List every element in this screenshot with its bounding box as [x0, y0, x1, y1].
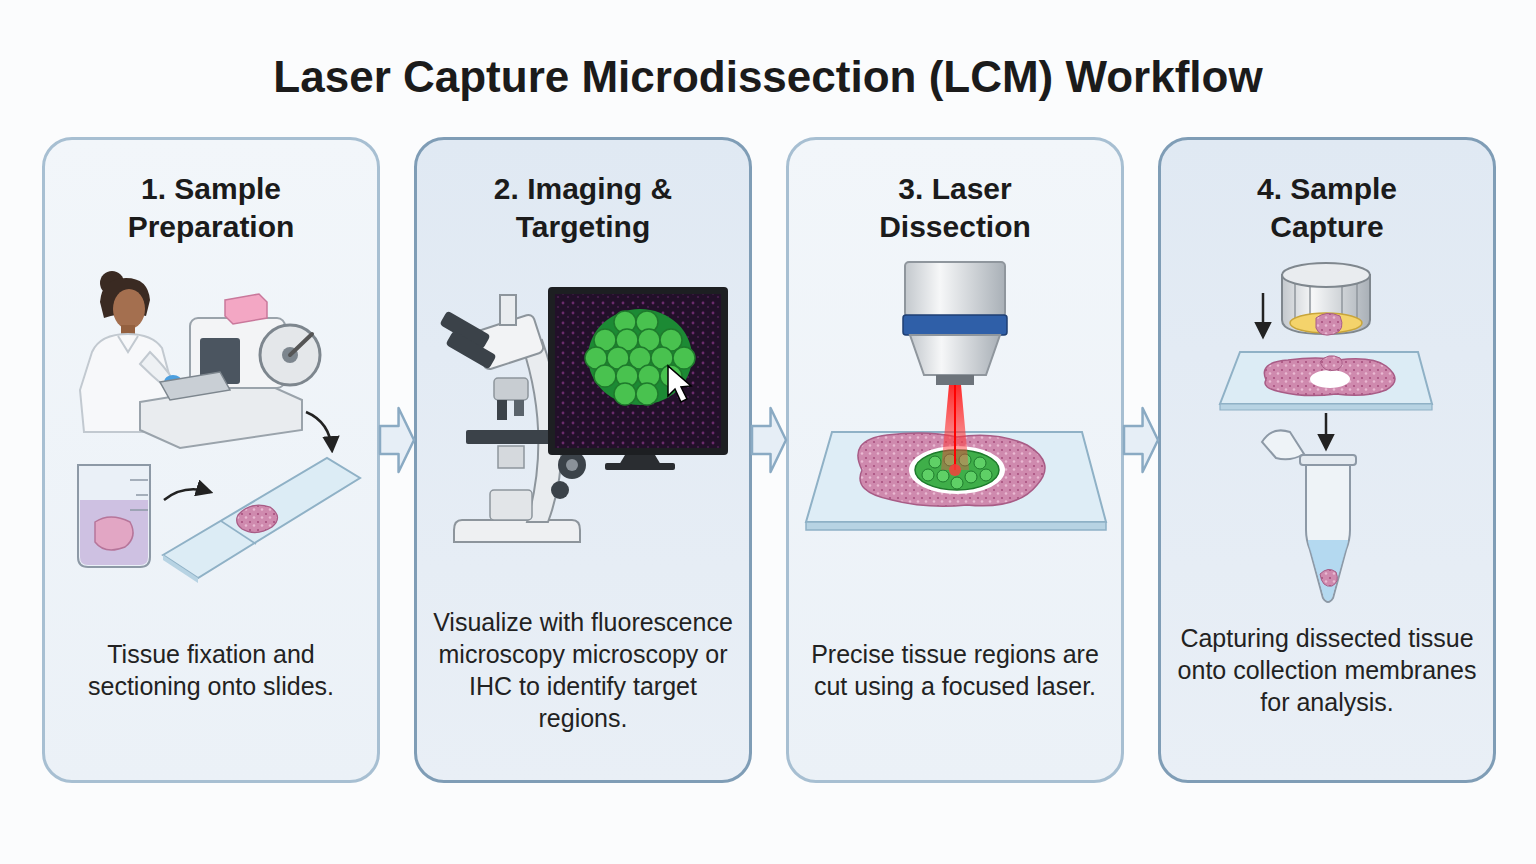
microscope	[454, 520, 580, 542]
tissue-section	[951, 477, 963, 489]
collection-cap	[1316, 313, 1342, 335]
microscope	[551, 481, 569, 499]
microtome	[225, 294, 267, 324]
collection-tube	[1300, 455, 1356, 465]
monitor	[614, 383, 636, 405]
monitor	[555, 294, 721, 448]
glass-slide	[1310, 370, 1350, 388]
step-heading: 4. Sample Capture	[1202, 170, 1452, 246]
microscope	[566, 459, 578, 471]
microscope	[466, 430, 562, 444]
laser-objective	[905, 262, 1005, 317]
glass-slide	[1220, 352, 1432, 404]
tissue-section	[980, 469, 992, 481]
microscope	[490, 490, 532, 520]
title-area: Laser Capture Microdissection (LCM) Work…	[0, 52, 1536, 102]
flow-arrow	[1124, 408, 1158, 472]
heading-area: 1. Sample Preparation	[45, 170, 377, 246]
microscope	[514, 400, 524, 416]
microtome	[160, 372, 230, 400]
monitor	[594, 365, 616, 387]
microtome	[260, 325, 320, 385]
tissue-section	[974, 457, 986, 469]
microscope	[500, 295, 516, 325]
flow-arrow	[752, 408, 786, 472]
beaker	[80, 500, 148, 565]
laser-objective	[936, 375, 974, 385]
glass-slide	[1220, 352, 1432, 410]
description-area: Visualize with fluorescence microscopy m…	[417, 595, 749, 745]
diagram-title: Laser Capture Microdissection (LCM) Work…	[273, 52, 1262, 102]
monitor	[585, 311, 695, 405]
monitor	[605, 463, 675, 470]
tissue-section	[965, 471, 977, 483]
tissue-section	[937, 470, 949, 482]
beaker	[78, 465, 150, 567]
beaker	[136, 494, 148, 496]
step-description: Capturing dissected tissue onto collecti…	[1169, 622, 1485, 718]
microtome	[290, 334, 312, 355]
laser-objective	[949, 464, 961, 476]
glass-slide	[1320, 356, 1342, 371]
glass-slide	[806, 522, 1106, 530]
laser-objective	[910, 335, 1000, 375]
heading-area: 4. Sample Capture	[1161, 170, 1493, 246]
heading-area: 3. Laser Dissection	[789, 170, 1121, 246]
monitor	[548, 287, 728, 470]
laser-objective	[954, 385, 956, 470]
description-area: Tissue fixation and sectioning onto slid…	[45, 595, 377, 745]
microscope	[498, 446, 524, 468]
beaker	[78, 465, 150, 567]
glass-slide	[1220, 404, 1432, 410]
tissue-section	[929, 456, 941, 468]
glass-slide	[237, 505, 278, 532]
collection-cap	[1282, 263, 1370, 287]
microscope	[497, 400, 507, 420]
step-description: Precise tissue regions are cut using a f…	[797, 638, 1113, 702]
step-heading: 1. Sample Preparation	[86, 170, 336, 246]
beaker	[130, 509, 148, 511]
tissue-section	[922, 469, 934, 481]
monitor	[668, 366, 691, 402]
laser-objective	[903, 315, 1007, 335]
scientist-figure	[118, 336, 138, 352]
step-description: Visualize with fluorescence microscopy m…	[425, 606, 741, 734]
flow-arrow	[380, 408, 414, 472]
collection-tube	[1320, 569, 1337, 586]
process-arrow	[1262, 293, 1265, 336]
collection-cap	[1282, 263, 1370, 335]
heading-area: 2. Imaging & Targeting	[417, 170, 749, 246]
beaker	[130, 479, 148, 481]
step-heading: 2. Imaging & Targeting	[458, 170, 708, 246]
monitor	[636, 383, 658, 405]
step-heading: 3. Laser Dissection	[830, 170, 1080, 246]
scientist-figure	[113, 289, 145, 329]
beaker	[95, 517, 133, 550]
description-area: Capturing dissected tissue onto collecti…	[1161, 595, 1493, 745]
process-arrow	[1325, 413, 1328, 448]
microscope	[494, 378, 528, 400]
description-area: Precise tissue regions are cut using a f…	[789, 595, 1121, 745]
monitor	[548, 287, 728, 455]
step-description: Tissue fixation and sectioning onto slid…	[53, 638, 369, 702]
microscope	[558, 451, 586, 479]
